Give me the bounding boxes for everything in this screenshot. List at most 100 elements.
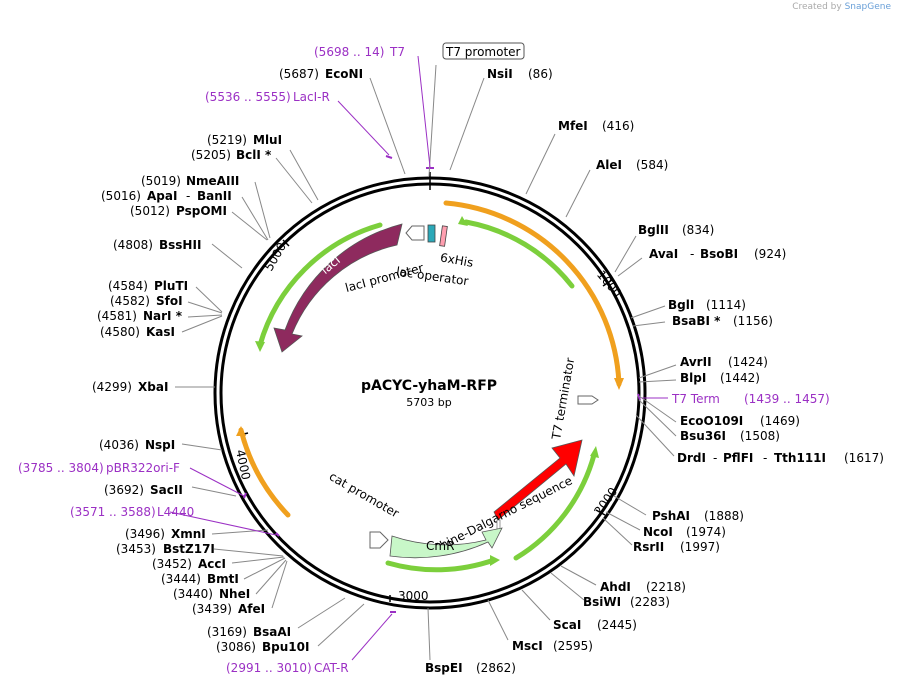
enzyme-avai-pos: (924)	[754, 247, 786, 261]
enzyme-pflfi: PflFI	[723, 451, 753, 465]
enzymes-left: (5687) EcoNI (5219) MluI (5205) BclI * (…	[92, 67, 363, 654]
enzyme-banii: BanII	[197, 189, 232, 203]
enzyme-acci: AccI	[198, 557, 226, 571]
enzyme-bmti-pos: (3444)	[161, 572, 201, 586]
enzyme-bsiwi-pos: (2283)	[630, 595, 670, 609]
credit-brand: SnapGene	[844, 2, 891, 12]
green-arc-bottom-right	[513, 452, 597, 561]
primer-mark-t7term	[637, 393, 641, 401]
enzyme-scai-pos: (2445)	[597, 618, 637, 632]
leader-t7	[417, 55, 431, 168]
enzyme-sacii: SacII	[150, 483, 183, 497]
primer-cat-r-pos: (2991 .. 3010)	[226, 661, 312, 675]
enzyme-bglii: BglII	[638, 223, 669, 237]
his-tag-label: 6xHis	[439, 250, 474, 270]
enzyme-bsabi-pos: (1156)	[733, 314, 773, 328]
t7-promoter-label: T7 promoter	[445, 45, 521, 59]
enzyme-apai-sep: -	[186, 189, 190, 203]
enzyme-drdi: DrdI	[677, 451, 706, 465]
enzyme-bglii-pos: (834)	[682, 223, 714, 237]
enzyme-ecoo109i-pos: (1469)	[760, 414, 800, 428]
primer-l4440-name: L4440	[157, 505, 194, 519]
primer-mark-l4440	[275, 532, 280, 537]
t7-terminator-label: T7 terminator	[549, 357, 577, 442]
enzyme-alei-pos: (584)	[636, 158, 668, 172]
leader-laci-r	[337, 100, 390, 156]
enzyme-tth111i: Tth111I	[774, 451, 826, 465]
plasmid-name: pACYC-yhaM-RFP	[361, 378, 497, 394]
enzyme-rsrii: RsrII	[633, 540, 664, 554]
leader-cat-r	[351, 613, 393, 661]
enzyme-nspi: NspI	[145, 438, 175, 452]
enzyme-bsu36i-pos: (1508)	[740, 429, 780, 443]
credit-prefix: Created by	[792, 2, 842, 12]
enzyme-bstz17i: BstZ17I	[163, 542, 215, 556]
tick-5000: 5000	[262, 240, 289, 273]
orange-arc-right	[443, 200, 622, 387]
enzyme-bsaai-pos: (3169)	[207, 625, 247, 639]
enzyme-sfoi-pos: (4582)	[110, 294, 150, 308]
green-arc-bottom-head	[490, 555, 500, 566]
primer-cat-r-name: CAT-R	[314, 661, 349, 675]
enzyme-mlui-pos: (5219)	[207, 133, 247, 147]
enzyme-drdi-pos: (1617)	[844, 451, 884, 465]
green-arc-top	[463, 219, 575, 289]
primer-pbr-pos: (3785 .. 3804)	[18, 461, 104, 475]
enzyme-blpi: BlpI	[680, 371, 706, 385]
enzyme-alei: AleI	[596, 158, 622, 172]
enzyme-bpu10i: Bpu10I	[262, 640, 309, 654]
enzyme-sacii-pos: (3692)	[104, 483, 144, 497]
enzyme-xmni: XmnI	[171, 527, 206, 541]
enzyme-bsobi: BsoBI	[700, 247, 738, 261]
enzyme-bcli-pos: (5205)	[191, 148, 231, 162]
enzyme-msci-pos: (2595)	[553, 639, 593, 653]
enzyme-afei: AfeI	[238, 602, 265, 616]
green-arc-top-head	[458, 216, 468, 226]
enzyme-nari-pos: (4581)	[97, 309, 137, 323]
enzyme-nmeaiii-pos: (5019)	[141, 174, 181, 188]
enzyme-scai: ScaI	[553, 618, 581, 632]
enzyme-ncoi: NcoI	[643, 525, 673, 539]
enzyme-bsabi: BsaBI *	[672, 314, 721, 328]
enzyme-bspei-pos: (2862)	[476, 661, 516, 675]
enzyme-bcli: BclI *	[236, 148, 272, 162]
enzyme-pluti-pos: (4584)	[108, 279, 148, 293]
leader-l4440	[169, 511, 277, 536]
enzyme-pspomi: PspOMI	[176, 204, 227, 218]
enzyme-kasi-pos: (4580)	[100, 325, 140, 339]
primer-mark-pbr	[243, 492, 247, 499]
leader-pbr	[189, 467, 245, 497]
enzyme-bgli: BglI	[668, 298, 694, 312]
enzyme-bsu36i: Bsu36I	[680, 429, 726, 443]
enzyme-bsiwi: BsiWI	[583, 595, 621, 609]
tick-marks	[239, 172, 613, 602]
primer-t7term-name: T7 Term	[671, 392, 720, 406]
enzyme-bsshii-pos: (4808)	[113, 238, 153, 252]
enzyme-bstz17i-pos: (3453)	[116, 542, 156, 556]
enzyme-drdi-sep: -	[713, 451, 717, 465]
leader-lines	[175, 64, 677, 661]
enzyme-nari: NarI *	[143, 309, 183, 323]
enzyme-bpu10i-pos: (3086)	[216, 640, 256, 654]
enzyme-afei-pos: (3439)	[192, 602, 232, 616]
his-tag-box	[439, 225, 448, 247]
enzyme-xbai-pos: (4299)	[92, 380, 132, 394]
tick-1000: 1000	[594, 268, 624, 300]
plasmid-size: 5703 bp	[406, 396, 451, 409]
enzyme-ahdi-pos: (2218)	[646, 580, 686, 594]
enzyme-mlui: MluI	[253, 133, 282, 147]
enzyme-avai: AvaI	[649, 247, 678, 261]
enzyme-bspei: BspEI	[425, 661, 463, 675]
enzyme-nspi-pos: (4036)	[99, 438, 139, 452]
enzyme-mfei-pos: (416)	[602, 119, 634, 133]
lac-operator-label: lac operator	[395, 264, 469, 288]
cmr-label: CmR	[426, 539, 454, 553]
primer-t7term-pos: (1439 .. 1457)	[744, 392, 830, 406]
primer-t7-pos: (5698 .. 14)	[314, 45, 384, 59]
green-arc-bottom-right-head	[590, 446, 599, 458]
enzyme-avrii-pos: (1424)	[728, 355, 768, 369]
enzyme-acci-pos: (3452)	[152, 557, 192, 571]
enzyme-apai-pos: (5016)	[101, 189, 141, 203]
green-arc-left-head	[255, 341, 265, 352]
